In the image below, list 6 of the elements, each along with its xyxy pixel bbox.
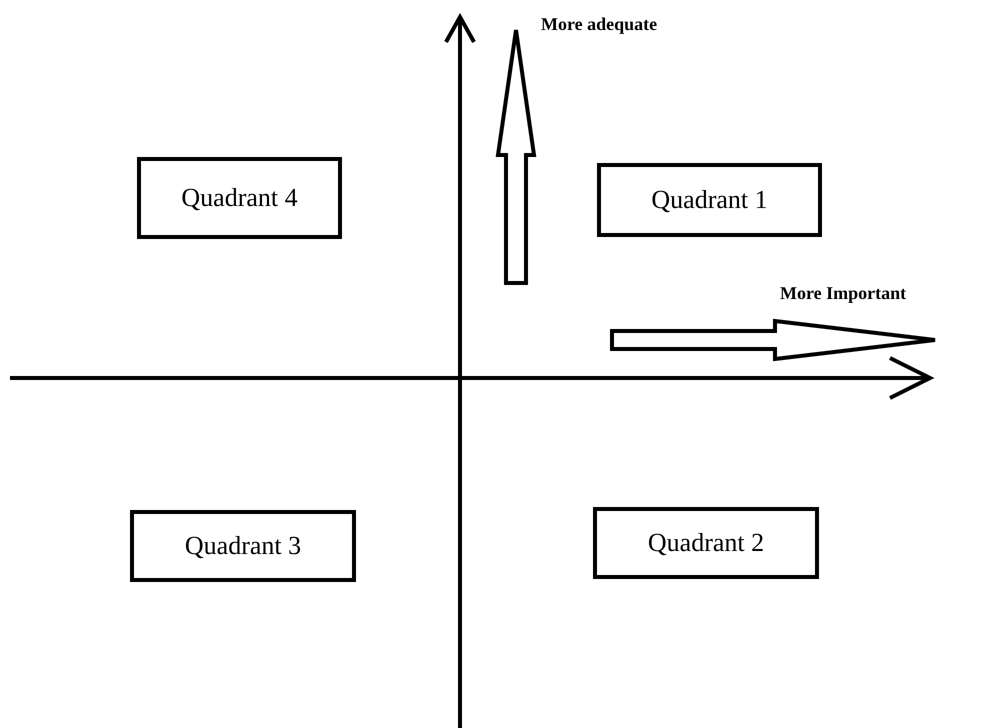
quadrant-box: Quadrant 4 <box>137 157 342 239</box>
axis-label: More adequate <box>541 14 658 35</box>
quadrant-box: Quadrant 1 <box>597 163 822 237</box>
axis-label: More Important <box>780 283 906 304</box>
quadrant-box: Quadrant 3 <box>130 510 356 582</box>
quadrant-box: Quadrant 2 <box>593 507 819 579</box>
